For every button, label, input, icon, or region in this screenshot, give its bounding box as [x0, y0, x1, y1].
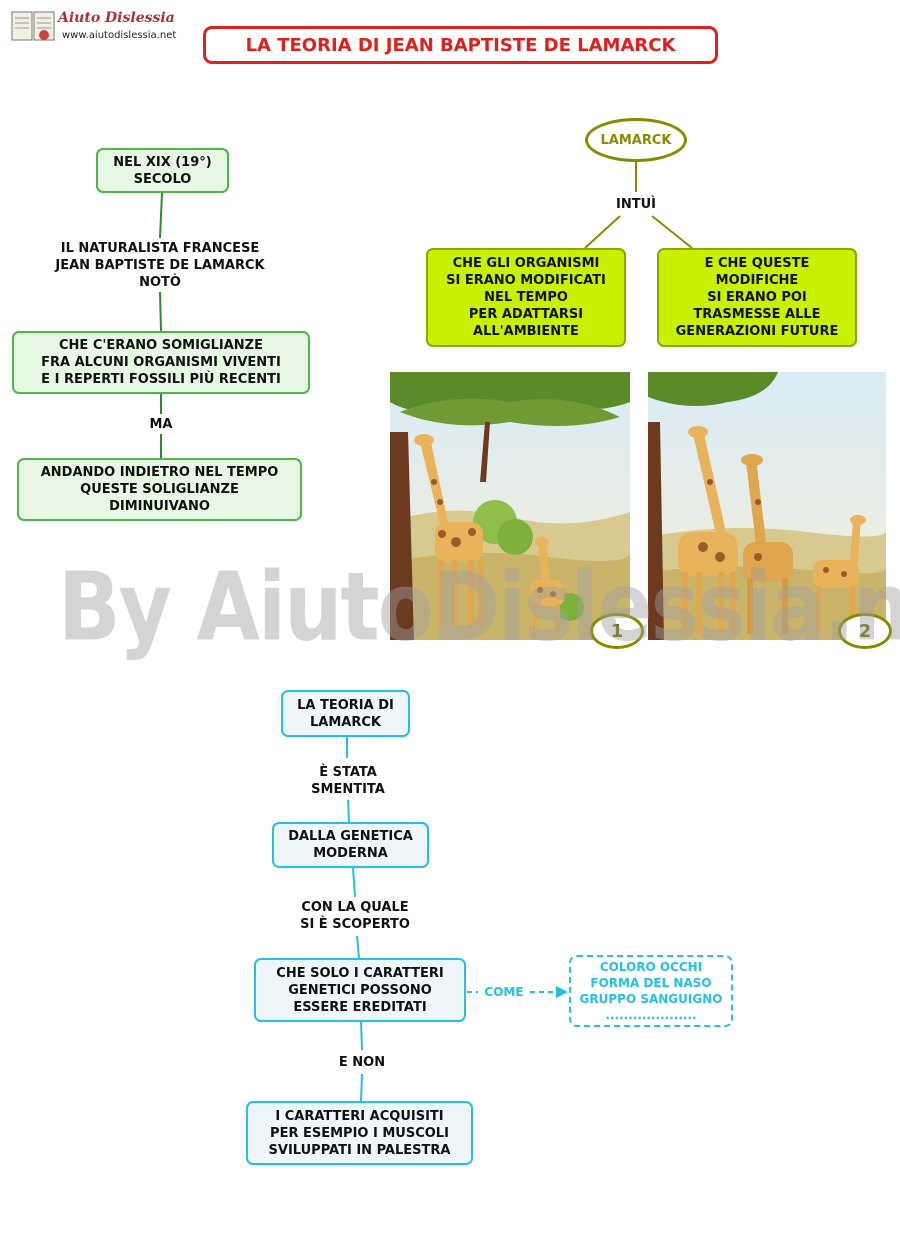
node-indietro-nel-tempo: ANDANDO INDIETRO NEL TEMPO QUESTE SOLIGL…: [17, 458, 302, 521]
node-caratteri-genetici: CHE SOLO I CARATTERI GENETICI POSSONO ES…: [254, 958, 466, 1022]
label-stata-smentita: È STATA SMENTITA: [311, 765, 385, 797]
image-badge-2: 2: [838, 613, 892, 649]
label-naturalista-noto: IL NATURALISTA FRANCESE JEAN BAPTISTE DE…: [55, 241, 265, 290]
node-caratteri-acquisiti: I CARATTERI ACQUISITI PER ESEMPIO I MUSC…: [246, 1101, 473, 1165]
watermark: By AiutoDislessia.net: [58, 553, 900, 663]
giraffe-illustration-2: [648, 372, 886, 640]
logo-name: Aiuto Dislessia: [58, 10, 175, 26]
site-logo[interactable]: Aiuto Dislessia www.aiutodislessia.net: [10, 8, 177, 46]
node-teoria-lamarck: LA TEORIA DI LAMARCK: [281, 690, 410, 737]
page-title: LA TEORIA DI JEAN BAPTISTE DE LAMARCK: [203, 26, 718, 64]
node-genetica-moderna: DALLA GENETICA MODERNA: [272, 822, 429, 868]
label-e-non: E NON: [338, 1055, 386, 1070]
box-esempi: COLORO OCCHI FORMA DEL NASO GRUPPO SANGU…: [569, 955, 733, 1027]
label-intui: INTUÌ: [616, 197, 656, 212]
book-logo-icon: [11, 11, 55, 41]
label-ma: MA: [149, 417, 173, 432]
node-modifiche-trasmesse: E CHE QUESTE MODIFICHE SI ERANO POI TRAS…: [657, 248, 857, 347]
node-somiglianze: CHE C'ERANO SOMIGLIANZE FRA ALCUNI ORGAN…: [12, 331, 310, 394]
logo-url: www.aiutodislessia.net: [62, 30, 177, 41]
image-badge-1: 1: [590, 613, 644, 649]
label-con-la-quale: CON LA QUALE SI È SCOPERTO: [300, 900, 410, 932]
node-lamarck: LAMARCK: [585, 118, 687, 162]
label-come: COME: [484, 985, 524, 999]
node-nel-xix-secolo: NEL XIX (19°) SECOLO: [96, 148, 229, 193]
giraffe-illustration-1: [390, 372, 630, 640]
node-organismi-modificati: CHE GLI ORGANISMI SI ERANO MODIFICATI NE…: [426, 248, 626, 347]
